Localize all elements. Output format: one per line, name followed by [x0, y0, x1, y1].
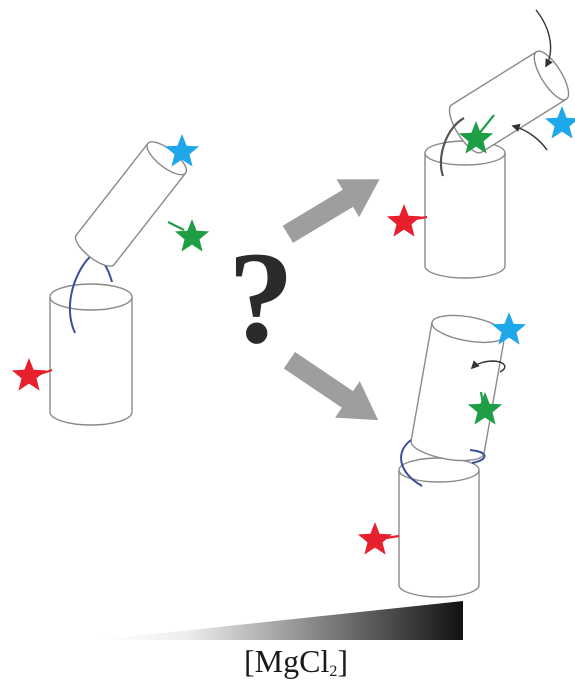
red-star-icon	[12, 358, 46, 391]
green-star-icon	[175, 219, 209, 252]
green-probe-tether	[168, 222, 184, 230]
stacked-bottom-cylinder	[425, 141, 505, 278]
red-star-icon	[358, 522, 392, 555]
red-star-icon	[387, 204, 421, 237]
concentration-gradient-wedge	[97, 601, 463, 640]
stacked-top-cylinder	[443, 46, 574, 157]
blue-star-icon	[545, 106, 575, 139]
bottom-helix-cylinder	[50, 284, 132, 425]
alternative-top-cylinder	[409, 311, 507, 466]
alternative-state	[358, 311, 526, 597]
question-mark: ?	[228, 232, 294, 364]
mgcl2-concentration-label: [MgCl2]	[244, 645, 348, 680]
lower-pathway-arrow-icon	[277, 342, 390, 438]
initial-state	[12, 134, 209, 425]
stacked-state	[387, 10, 575, 278]
top-helix-cylinder	[71, 136, 191, 271]
